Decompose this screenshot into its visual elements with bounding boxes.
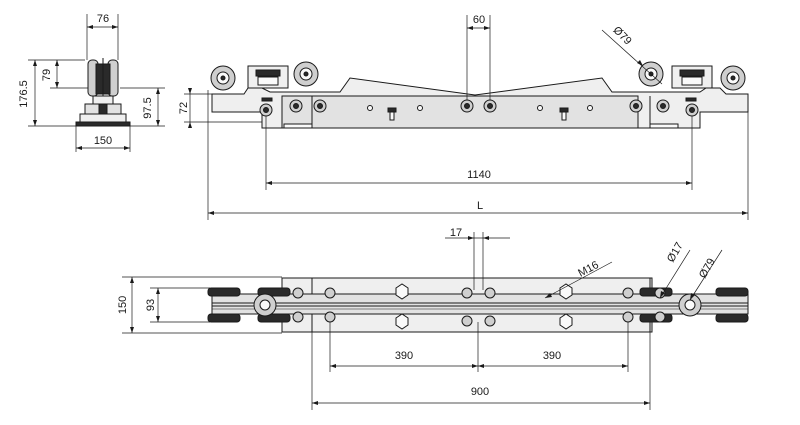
dim-top-hole-diameter: Ø17: [665, 240, 686, 264]
dim-front-wheel-diameter: Ø79: [611, 24, 634, 47]
dim-top-slot-width: 17: [450, 227, 462, 239]
dim-top-spacing-total: 900: [471, 386, 489, 398]
dim-top-inner-width: 93: [145, 299, 157, 311]
dim-top-spacing-right: 390: [543, 350, 561, 362]
dim-front-bolt-spacing: 60: [473, 14, 485, 26]
dim-top-thread: M16: [576, 259, 601, 280]
dim-front-wheel-span: 1140: [467, 169, 491, 181]
dim-side-wheel-height: 79: [41, 69, 53, 81]
dim-top-spacing-left: 390: [395, 350, 413, 362]
dim-side-total-height: 176.5: [18, 80, 30, 108]
front-view: 60 Ø79 72 1140 L: [178, 14, 749, 220]
top-view: 17 M16 Ø17 Ø79 150 93: [117, 227, 749, 410]
side-view: 76 176.5 79 97.5: [18, 13, 165, 152]
dim-front-total-length: L: [477, 200, 483, 212]
dim-side-top-width: 76: [97, 13, 109, 25]
dim-side-base-width: 150: [94, 135, 112, 147]
dim-top-wheel-diameter: Ø79: [697, 256, 718, 280]
dim-front-plate-height: 72: [178, 102, 190, 114]
dim-side-lower-height: 97.5: [142, 97, 154, 118]
dim-top-total-width: 150: [117, 296, 129, 314]
